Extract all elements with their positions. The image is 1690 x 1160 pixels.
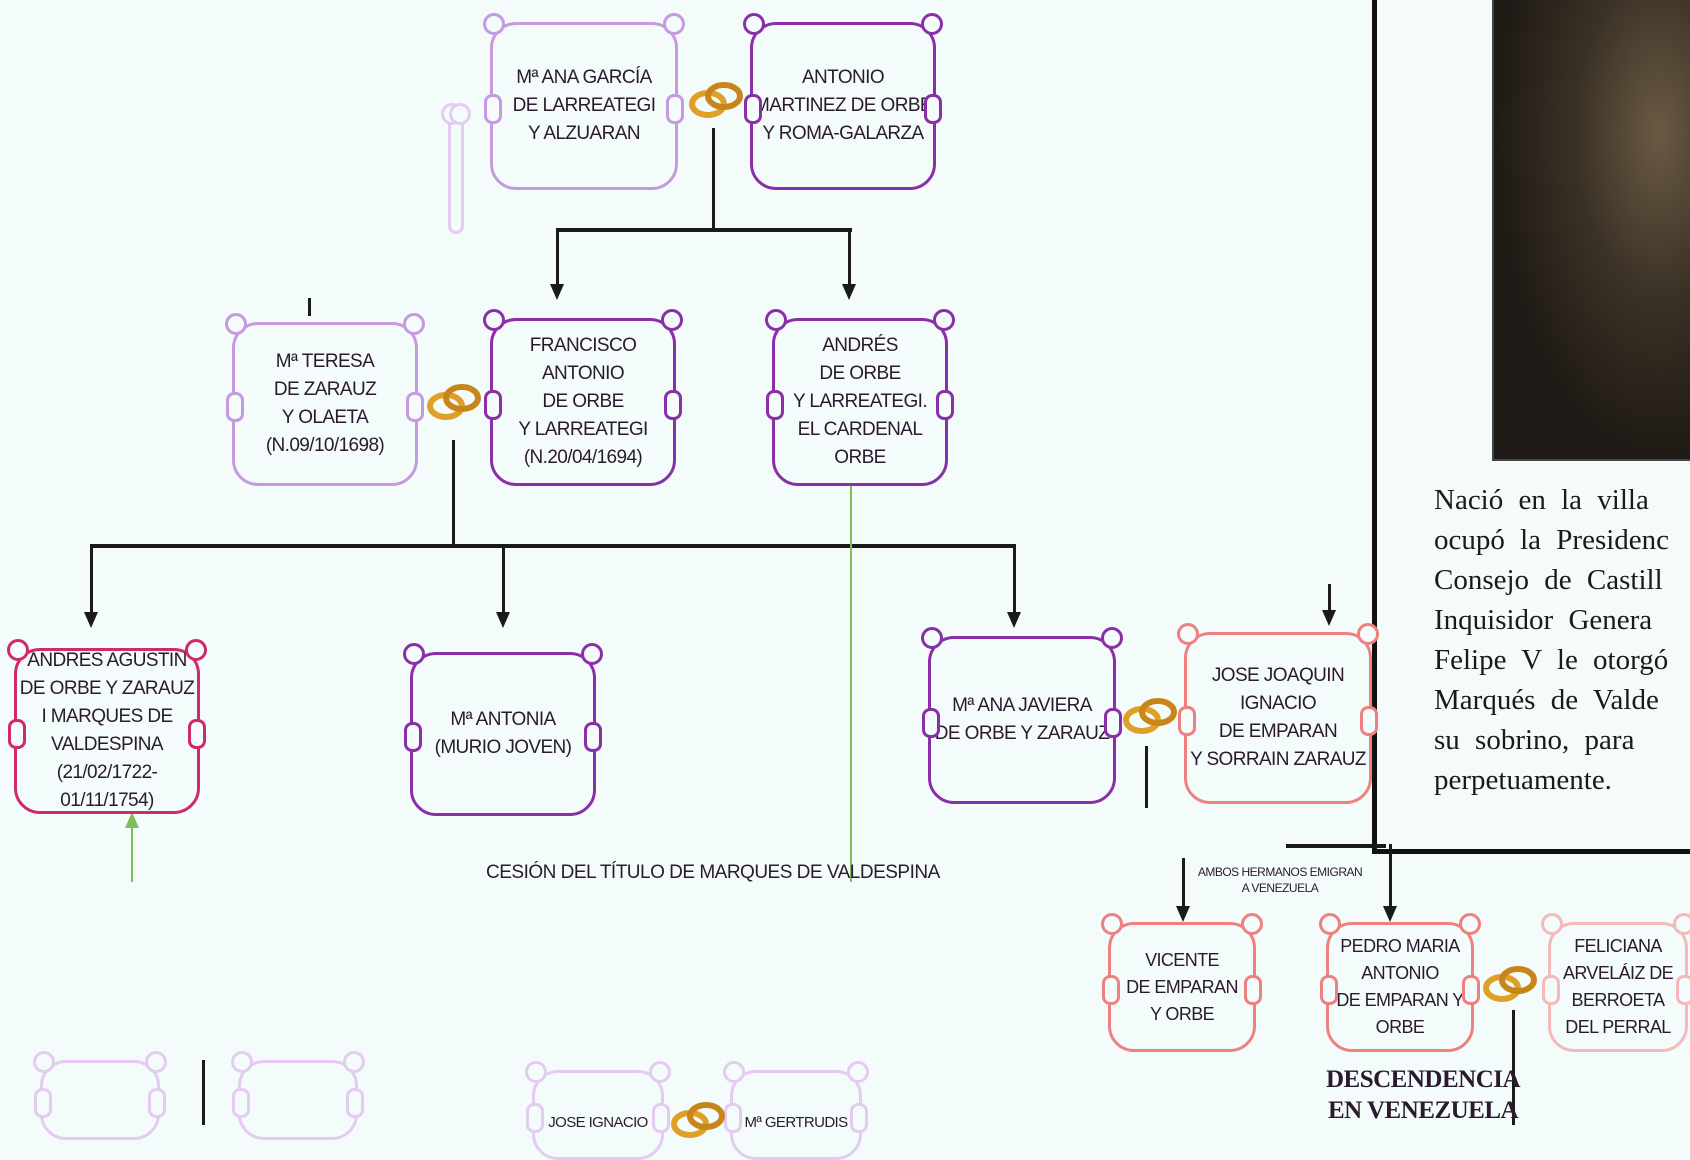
person-feliciana[interactable]: FELICIANA ARVELÁIZ DE BERROETA DEL PERRA… xyxy=(1541,913,1690,1052)
person-jose-joaquin[interactable]: JOSE JOAQUIN IGNACIO DE EMPARAN Y SORRAI… xyxy=(1177,623,1379,804)
connector xyxy=(90,544,1016,548)
scroll-curl-icon xyxy=(1462,975,1480,1005)
connector xyxy=(202,1060,205,1125)
scroll-curl-icon xyxy=(922,708,940,738)
connector xyxy=(90,544,93,620)
faded-box xyxy=(33,1051,167,1140)
emigration-caption: AMBOS HERMANOS EMIGRAN A VENEZUELA xyxy=(1197,865,1363,895)
arrow-icon xyxy=(550,284,564,300)
scroll-curl-icon xyxy=(34,1088,52,1118)
scroll-curl-icon xyxy=(526,1103,544,1133)
scroll-curl-icon xyxy=(924,94,942,124)
scroll-curl-icon xyxy=(1676,975,1690,1005)
cession-line xyxy=(850,486,852,882)
connector xyxy=(712,128,715,230)
scroll-curl-icon xyxy=(232,1088,250,1118)
person-francisco-antonio[interactable]: FRANCISCO ANTONIO DE ORBE Y LARREATEGI (… xyxy=(483,309,683,486)
person-ana-javiera[interactable]: Mª ANA JAVIERA DE ORBE Y ZARAUZ xyxy=(921,627,1123,804)
connector xyxy=(556,228,559,290)
arrow-icon xyxy=(496,612,510,628)
connector xyxy=(556,228,852,232)
scroll-curl-icon xyxy=(226,392,244,422)
scroll-curl-icon xyxy=(8,719,26,749)
arrow-icon xyxy=(1176,906,1190,922)
connector xyxy=(452,440,455,546)
portrait-description: Nació en la villa ocupó la Presidenc Con… xyxy=(1434,484,1670,796)
person-maria-antonia[interactable]: Mª ANTONIA (MURIO JOVEN) xyxy=(403,643,603,816)
connector xyxy=(1013,544,1016,620)
scroll-curl-icon xyxy=(850,1103,868,1133)
scroll-curl-icon xyxy=(936,390,954,420)
portrait-image xyxy=(1492,0,1690,461)
arrow-icon xyxy=(1007,612,1021,628)
connector xyxy=(1512,1010,1515,1125)
connector xyxy=(1328,584,1331,614)
wedding-rings-icon xyxy=(1483,966,1537,1002)
scroll-curl-icon xyxy=(584,722,602,752)
scroll-curl-icon xyxy=(406,392,424,422)
person-gertrudis[interactable]: Mª GERTRUDIS xyxy=(723,1061,869,1160)
connector xyxy=(1389,844,1392,914)
scroll-curl-icon xyxy=(1542,975,1560,1005)
person-ana-garcia[interactable]: Mª ANA GARCÍA DE LARREATEGI Y ALZUARAN xyxy=(483,13,685,190)
person-jose-ignacio[interactable]: JOSE IGNACIO xyxy=(525,1061,671,1160)
scroll-curl-icon xyxy=(1102,975,1120,1005)
cession-caption: CESIÓN DEL TÍTULO DE MARQUES DE VALDESPI… xyxy=(486,862,940,883)
scroll-curl-icon xyxy=(652,1103,670,1133)
wedding-rings-icon xyxy=(1123,698,1177,734)
scroll-curl-icon xyxy=(484,390,502,420)
person-teresa-zarauz[interactable]: Mª TERESA DE ZARAUZ Y OLAETA (N.09/10/16… xyxy=(225,313,425,486)
arrow-icon xyxy=(84,612,98,628)
connector xyxy=(502,544,505,620)
scroll-curl-icon xyxy=(1104,708,1122,738)
scroll-curl-icon xyxy=(1244,975,1262,1005)
scroll-curl-icon xyxy=(766,390,784,420)
scroll-curl-icon xyxy=(744,94,762,124)
wedding-rings-icon xyxy=(689,82,743,118)
scroll-curl-icon xyxy=(664,390,682,420)
person-antonio-martinez[interactable]: ANTONIO MARTINEZ DE ORBE Y ROMA-GALARZA xyxy=(743,13,943,190)
wedding-rings-icon xyxy=(671,1102,725,1138)
wedding-rings-icon xyxy=(427,384,481,420)
descendencia-caption: DESCENDENCIA EN VENEZUELA xyxy=(1326,1066,1521,1124)
person-pedro-maria[interactable]: PEDRO MARIA ANTONIO DE EMPARAN Y ORBE xyxy=(1319,913,1481,1052)
connector xyxy=(308,298,311,316)
connector xyxy=(1182,858,1185,916)
scroll-curl-icon xyxy=(188,719,206,749)
connector xyxy=(1145,746,1148,808)
scroll-curl-icon xyxy=(404,722,422,752)
portrait-panel: Nació en la villa ocupó la Presidenc Con… xyxy=(1372,0,1690,854)
scroll-curl-icon xyxy=(666,94,684,124)
scroll-curl-icon xyxy=(346,1088,364,1118)
scroll-curl-icon xyxy=(1178,706,1196,736)
cession-line xyxy=(131,820,133,882)
faded-box xyxy=(231,1051,365,1140)
scroll-curl-icon xyxy=(724,1103,742,1133)
connector xyxy=(848,228,851,290)
person-andres-agustin[interactable]: ANDRES AGUSTIN DE ORBE Y ZARAUZ I MARQUE… xyxy=(7,639,207,814)
scroll-curl-icon xyxy=(484,94,502,124)
connector xyxy=(1286,844,1386,848)
arrow-up-icon xyxy=(125,812,139,828)
arrow-icon xyxy=(1322,610,1336,626)
arrow-icon xyxy=(1383,906,1397,922)
scroll-curl-icon xyxy=(1360,706,1378,736)
scroll-curl-icon xyxy=(148,1088,166,1118)
scroll-curl-icon xyxy=(1320,975,1338,1005)
faded-decoration xyxy=(441,103,471,234)
person-vicente[interactable]: VICENTE DE EMPARAN Y ORBE xyxy=(1101,913,1263,1052)
arrow-icon xyxy=(842,284,856,300)
person-andres-cardenal[interactable]: ANDRÉS DE ORBE Y LARREATEGI. EL CARDENAL… xyxy=(765,309,955,486)
